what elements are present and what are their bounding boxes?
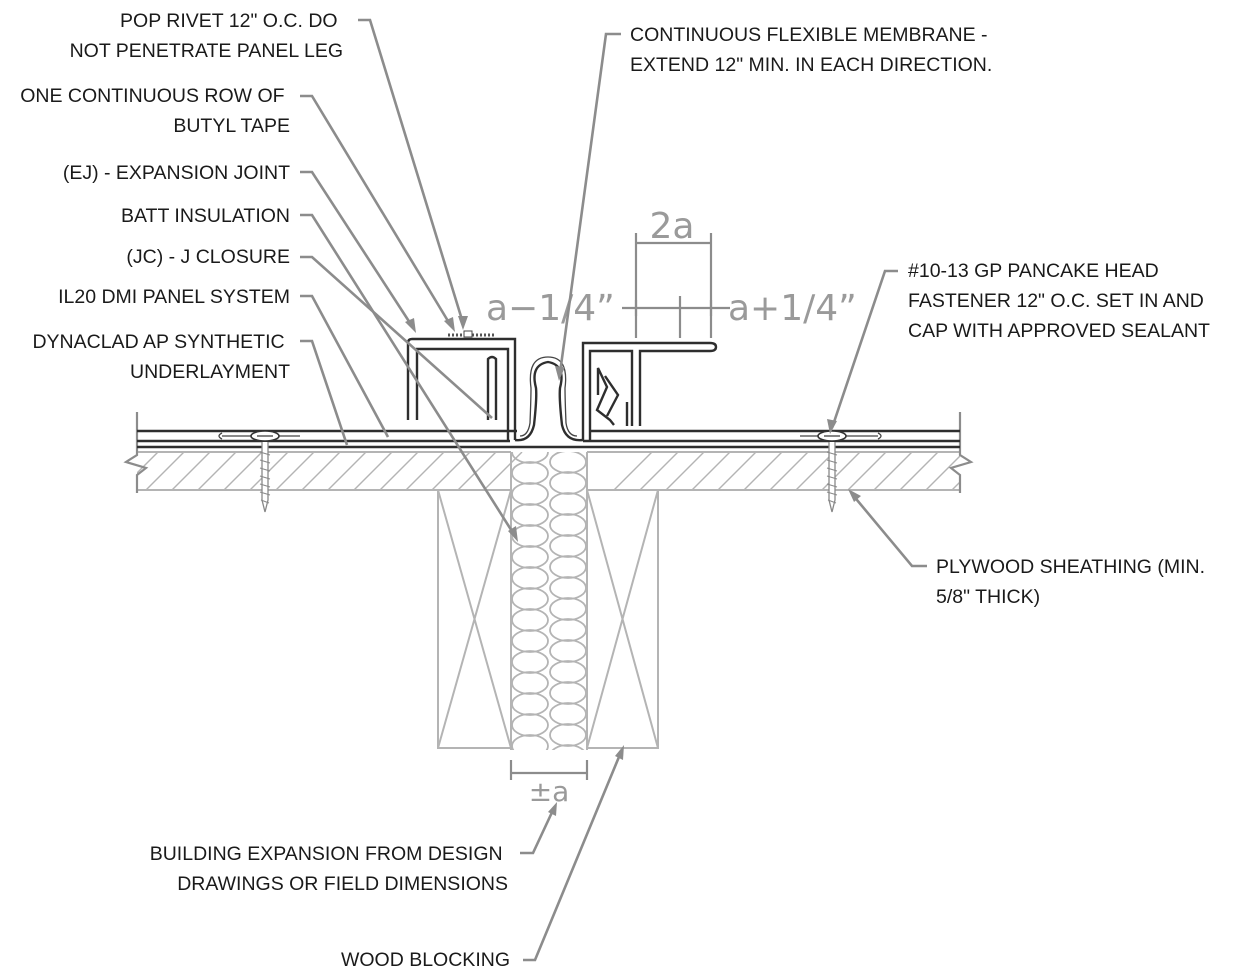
- dimension-2a: 2a: [634, 206, 713, 338]
- leader-lines: [300, 18, 927, 962]
- label-panel-system: IL20 DMI PANEL SYSTEM: [58, 286, 290, 308]
- dimension-2a-text: 2a: [650, 206, 695, 247]
- dimension-joint-width-text: ±a: [529, 775, 570, 808]
- label-building-expansion: BUILDING EXPANSION FROM DESIGN DRAWINGS …: [150, 843, 508, 895]
- label-wood-blocking: WOOD BLOCKING: [341, 949, 510, 971]
- label-fastener: #10-13 GP PANCAKE HEAD FASTENER 12" O.C.…: [908, 260, 1210, 342]
- label-underlayment: DYNACLAD AP SYNTHETIC UNDERLAYMENT: [32, 331, 290, 383]
- label-batt-insulation: BATT INSULATION: [121, 205, 290, 227]
- label-membrane: CONTINUOUS FLEXIBLE MEMBRANE - EXTEND 12…: [630, 24, 993, 76]
- fastener-left: [250, 430, 280, 513]
- panel-system: [137, 429, 960, 443]
- callout-labels: POP RIVET 12" O.C. DO NOT PENETRATE PANE…: [20, 10, 1210, 971]
- label-expansion-joint: (EJ) - EXPANSION JOINT: [63, 162, 290, 184]
- batt-insulation: [510, 452, 588, 750]
- butyl-tape: [448, 330, 495, 338]
- dimension-joint-width: ±a: [509, 760, 589, 808]
- label-pop-rivet: POP RIVET 12" O.C. DO NOT PENETRATE PANE…: [70, 10, 343, 62]
- dimension-right-gap-text: a+1/4”: [728, 288, 857, 329]
- expansion-joint: [406, 337, 718, 440]
- fastener-right: [817, 430, 847, 513]
- dimension-left-gap-text: a−1/4”: [486, 288, 615, 329]
- dimension-gaps: a−1/4” a+1/4”: [486, 288, 857, 338]
- label-butyl-tape: ONE CONTINUOUS ROW OF BUTYL TAPE: [20, 85, 290, 137]
- flexible-membrane: [514, 356, 584, 442]
- plywood-sheathing: [123, 412, 974, 493]
- label-j-closure: (JC) - J CLOSURE: [126, 246, 290, 268]
- label-plywood-sheathing: PLYWOOD SHEATHING (MIN. 5/8" THICK): [936, 556, 1210, 608]
